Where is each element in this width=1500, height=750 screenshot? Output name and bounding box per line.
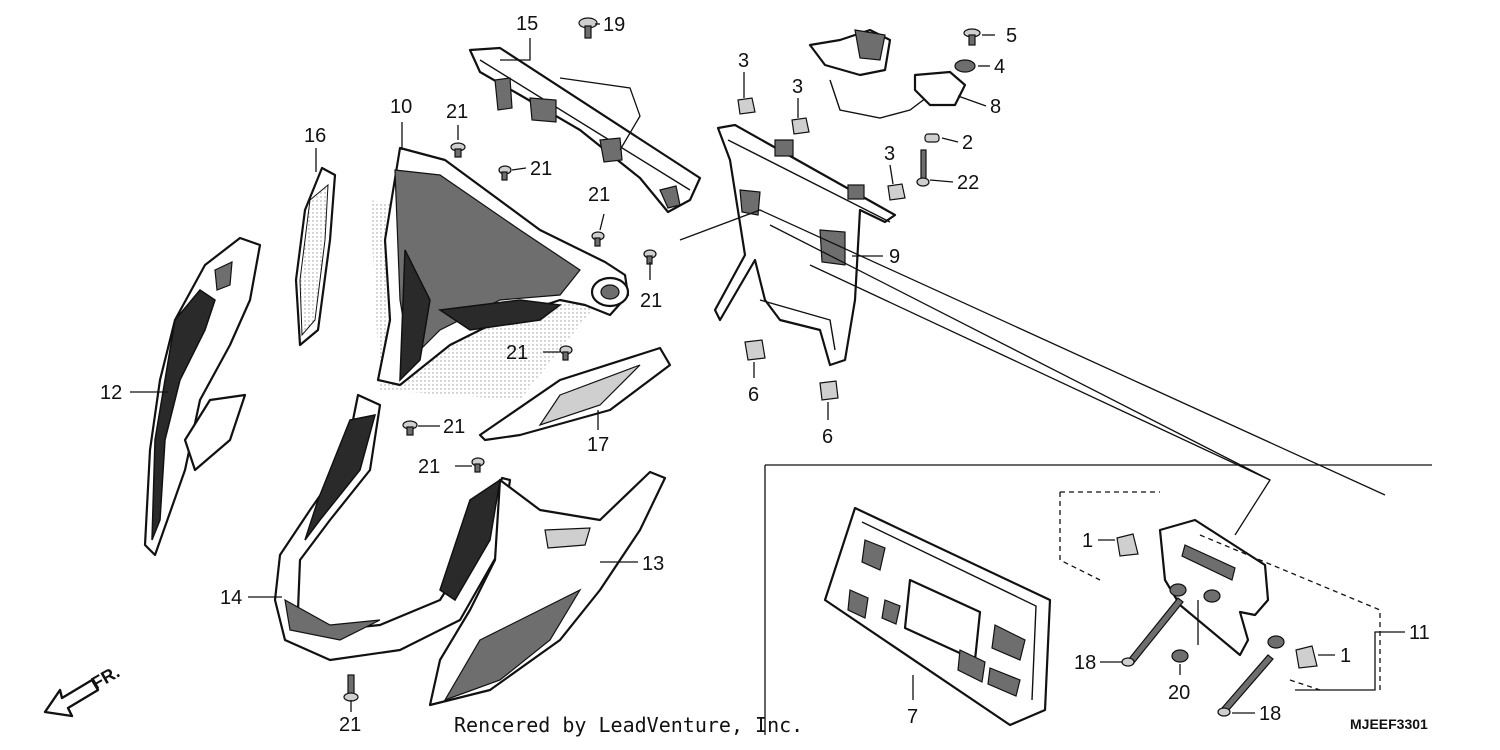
callout-label: 21 xyxy=(506,342,528,364)
bolt-21-icon xyxy=(643,249,657,265)
bolt-19-icon xyxy=(578,17,598,39)
bolt-21-icon xyxy=(343,674,359,702)
callout-label: 19 xyxy=(603,14,625,36)
callout-label: 10 xyxy=(390,96,412,118)
screw-5-icon xyxy=(963,28,981,46)
leader-lines xyxy=(130,23,1405,714)
callout-label: 21 xyxy=(446,101,468,123)
callout-label: 21 xyxy=(530,158,552,180)
callout-label: 9 xyxy=(889,246,900,268)
front-direction-arrow-icon: FR. xyxy=(43,662,123,718)
callout-label: 12 xyxy=(100,382,122,404)
bolt-18-icon xyxy=(1217,654,1274,717)
callout-label: 20 xyxy=(1168,682,1190,704)
part-8-wire-stay xyxy=(808,28,967,119)
nut-4-icon xyxy=(954,59,976,73)
bolt-21-icon xyxy=(471,457,485,473)
callout-label: 22 xyxy=(957,172,979,194)
callout-label: 6 xyxy=(822,426,833,448)
callout-label: 14 xyxy=(220,587,242,609)
callout-label: 13 xyxy=(642,553,664,575)
part-10-cowl xyxy=(370,146,630,400)
collar-2-icon xyxy=(924,133,940,143)
part-13-side-panel xyxy=(428,470,667,707)
callout-label: 21 xyxy=(588,184,610,206)
part-16-inner-panel xyxy=(294,166,337,347)
callout-label: 3 xyxy=(738,50,749,72)
grommet-3-icon xyxy=(887,183,906,201)
callout-label: 15 xyxy=(516,13,538,35)
bolt-21-icon xyxy=(450,142,466,158)
render-credit: Rencered by LeadVenture, Inc. xyxy=(454,713,803,737)
grommet-3-icon xyxy=(737,97,756,115)
callout-label: 6 xyxy=(748,384,759,406)
diagram-code: MJEEF3301 xyxy=(1350,716,1428,732)
callout-label: 18 xyxy=(1259,703,1281,725)
grommet-3-icon xyxy=(791,117,810,135)
callout-label: 7 xyxy=(907,706,918,728)
inset-frame xyxy=(764,464,1432,735)
callout-label: 17 xyxy=(587,434,609,456)
callout-label: 4 xyxy=(994,56,1005,78)
bolt-21-icon xyxy=(498,165,512,181)
part-7-plate-base xyxy=(823,506,1052,727)
part-12-side-panel xyxy=(143,236,262,557)
callout-label: 8 xyxy=(990,96,1001,118)
grommet-6-icon xyxy=(744,339,766,361)
part-17-trim xyxy=(478,346,672,442)
part-9-mount-stay xyxy=(713,123,897,367)
callout-label: 1 xyxy=(1340,645,1351,667)
callout-label: 11 xyxy=(1409,622,1430,644)
callout-label: 2 xyxy=(962,132,973,154)
bolt-22-icon xyxy=(916,149,930,187)
grommet-6-icon xyxy=(819,380,839,401)
part-14-under-cowl xyxy=(273,393,512,662)
bolt-21-icon xyxy=(559,345,573,361)
cap-1-icon xyxy=(1116,533,1139,557)
callout-label: 21 xyxy=(443,416,465,438)
callout-label: 3 xyxy=(884,143,895,165)
nut-20-icon xyxy=(1171,649,1189,663)
callout-label: 18 xyxy=(1074,652,1096,674)
callout-label: 1 xyxy=(1082,530,1093,552)
bolt-21-icon xyxy=(591,231,605,247)
callout-label: 21 xyxy=(418,456,440,478)
callout-label: 3 xyxy=(792,76,803,98)
part-11-bracket xyxy=(1158,518,1285,657)
cap-1-icon xyxy=(1295,645,1318,669)
callout-label: 21 xyxy=(339,714,361,736)
callout-label: 5 xyxy=(1006,25,1017,47)
part-15-rail xyxy=(468,46,702,214)
callout-label: 16 xyxy=(304,125,326,147)
bolt-21-icon xyxy=(402,420,418,436)
callout-label: 21 xyxy=(640,290,662,312)
